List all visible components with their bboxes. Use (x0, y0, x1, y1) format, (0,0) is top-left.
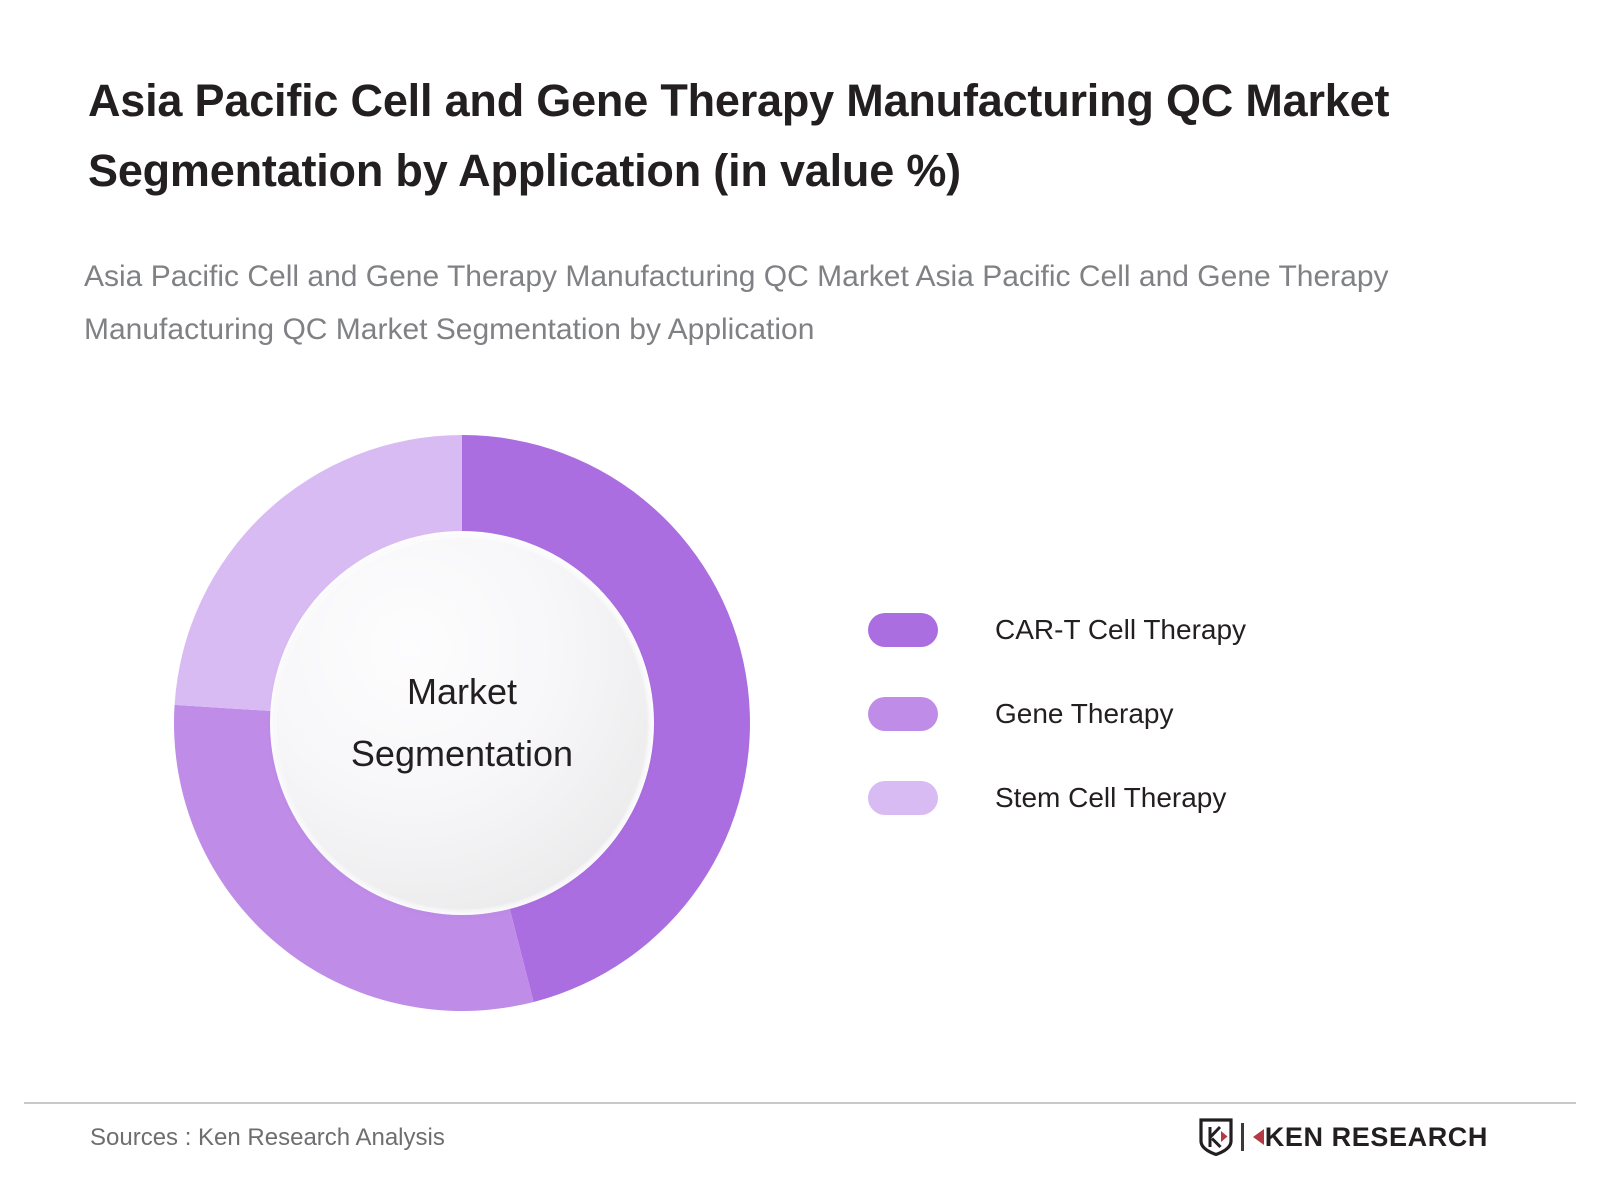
legend-item[interactable]: Stem Cell Therapy (868, 756, 1428, 840)
donut-center-line-2: Segmentation (350, 733, 574, 774)
legend-item[interactable]: Gene Therapy (868, 672, 1428, 756)
chart-legend: CAR-T Cell Therapy Gene Therapy Stem Cel… (868, 588, 1428, 840)
footer-divider (24, 1102, 1576, 1104)
brand-divider (1240, 1123, 1244, 1151)
page-title: Asia Pacific Cell and Gene Therapy Manuf… (88, 75, 1390, 196)
donut-chart: Market Segmentation (174, 435, 750, 1011)
legend-swatch-icon (868, 781, 938, 815)
legend-swatch-icon (868, 697, 938, 731)
legend-item[interactable]: CAR-T Cell Therapy (868, 588, 1428, 672)
ken-research-shield-icon (1199, 1118, 1233, 1156)
brand-name-text: KEN RESEARCH (1264, 1121, 1488, 1152)
legend-item-label: Stem Cell Therapy (995, 782, 1227, 813)
brand-name: KEN RESEARCH (1252, 1121, 1488, 1152)
brand-triangle-icon (1252, 1129, 1264, 1145)
page-subtitle: Asia Pacific Cell and Gene Therapy Manuf… (84, 260, 1389, 347)
sources-text: Sources : Ken Research Analysis (90, 1124, 445, 1151)
legend-item-label: CAR-T Cell Therapy (995, 614, 1247, 645)
brand-logo: KEN RESEARCH (1199, 1118, 1488, 1156)
legend-item-label: Gene Therapy (995, 698, 1174, 729)
legend-swatch-icon (868, 613, 938, 647)
donut-center-hole: Market Segmentation (275, 536, 649, 910)
donut-center-line-1: Market (406, 671, 518, 713)
